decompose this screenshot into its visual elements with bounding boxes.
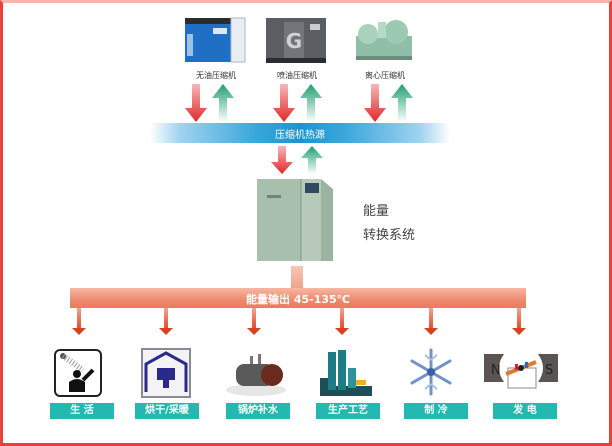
system-arrows	[271, 146, 323, 174]
application-tag: 锅炉补水	[226, 403, 290, 419]
output-arrow	[159, 308, 173, 335]
system-label-line1: 能量	[363, 204, 390, 219]
output-arrow	[72, 308, 86, 335]
application-icon	[141, 348, 193, 400]
application-tag: 生 活	[50, 403, 114, 419]
oil-injected-compressor: G	[264, 14, 330, 66]
heat-arrow-down	[364, 84, 386, 122]
heat-arrow-down	[185, 84, 207, 122]
heat-arrow-down	[273, 84, 295, 122]
output-arrow	[247, 308, 261, 335]
svg-text:N: N	[491, 363, 501, 378]
application-tag: 发 电	[493, 403, 557, 419]
centrifugal-compressor	[352, 14, 418, 66]
output-stem	[291, 266, 303, 288]
heat-source-label: 压缩机热源	[275, 130, 325, 141]
heat-arrow-down	[271, 146, 293, 174]
snowflake-icon	[410, 348, 452, 396]
heat-source-band: 压缩机热源	[150, 123, 450, 143]
energy-unit-icon	[257, 179, 333, 261]
energy-output-label: 能量输出 45-135℃	[246, 293, 350, 306]
output-arrow	[424, 308, 438, 335]
system-label-line2: 转换系统	[363, 228, 416, 243]
oil-free-compressor-icon	[185, 17, 246, 63]
application-icon	[224, 346, 288, 398]
boiler-icon	[226, 354, 286, 396]
application-tag: 烘干/采暖	[135, 403, 199, 419]
output-arrow	[512, 308, 526, 335]
svg-text:G: G	[286, 29, 302, 53]
application-icon: N S	[484, 350, 558, 402]
compressor-arrows	[185, 84, 413, 122]
centrifugal-compressor-icon	[356, 20, 412, 60]
compressor-label: 无油压缩机	[196, 71, 236, 80]
compressor-label: 喷油压缩机	[277, 71, 317, 80]
return-arrow-up	[301, 146, 323, 174]
system-label: 能量 转换系统	[363, 200, 415, 248]
shower-icon	[54, 349, 102, 397]
application-icon	[53, 348, 105, 400]
application-icon	[318, 346, 374, 398]
return-arrow-up	[212, 84, 234, 122]
compressor-label: 离心压缩机	[365, 71, 405, 80]
industrial-plant-icon	[320, 350, 372, 396]
output-arrow	[335, 308, 349, 335]
oil-injected-compressor-icon: G	[266, 18, 326, 63]
heating-house-icon	[141, 348, 191, 398]
svg-text:S: S	[545, 363, 553, 378]
application-tag: 制 冷	[404, 403, 468, 419]
energy-output-bar: 能量输出 45-135℃	[70, 288, 526, 308]
generator-magnet-icon: N S	[484, 354, 558, 389]
oil-free-compressor	[183, 14, 249, 66]
return-arrow-up	[391, 84, 413, 122]
energy-conversion-unit	[255, 175, 337, 265]
application-icon	[405, 346, 457, 398]
return-arrow-up	[300, 84, 322, 122]
application-tag: 生产工艺	[316, 403, 380, 419]
